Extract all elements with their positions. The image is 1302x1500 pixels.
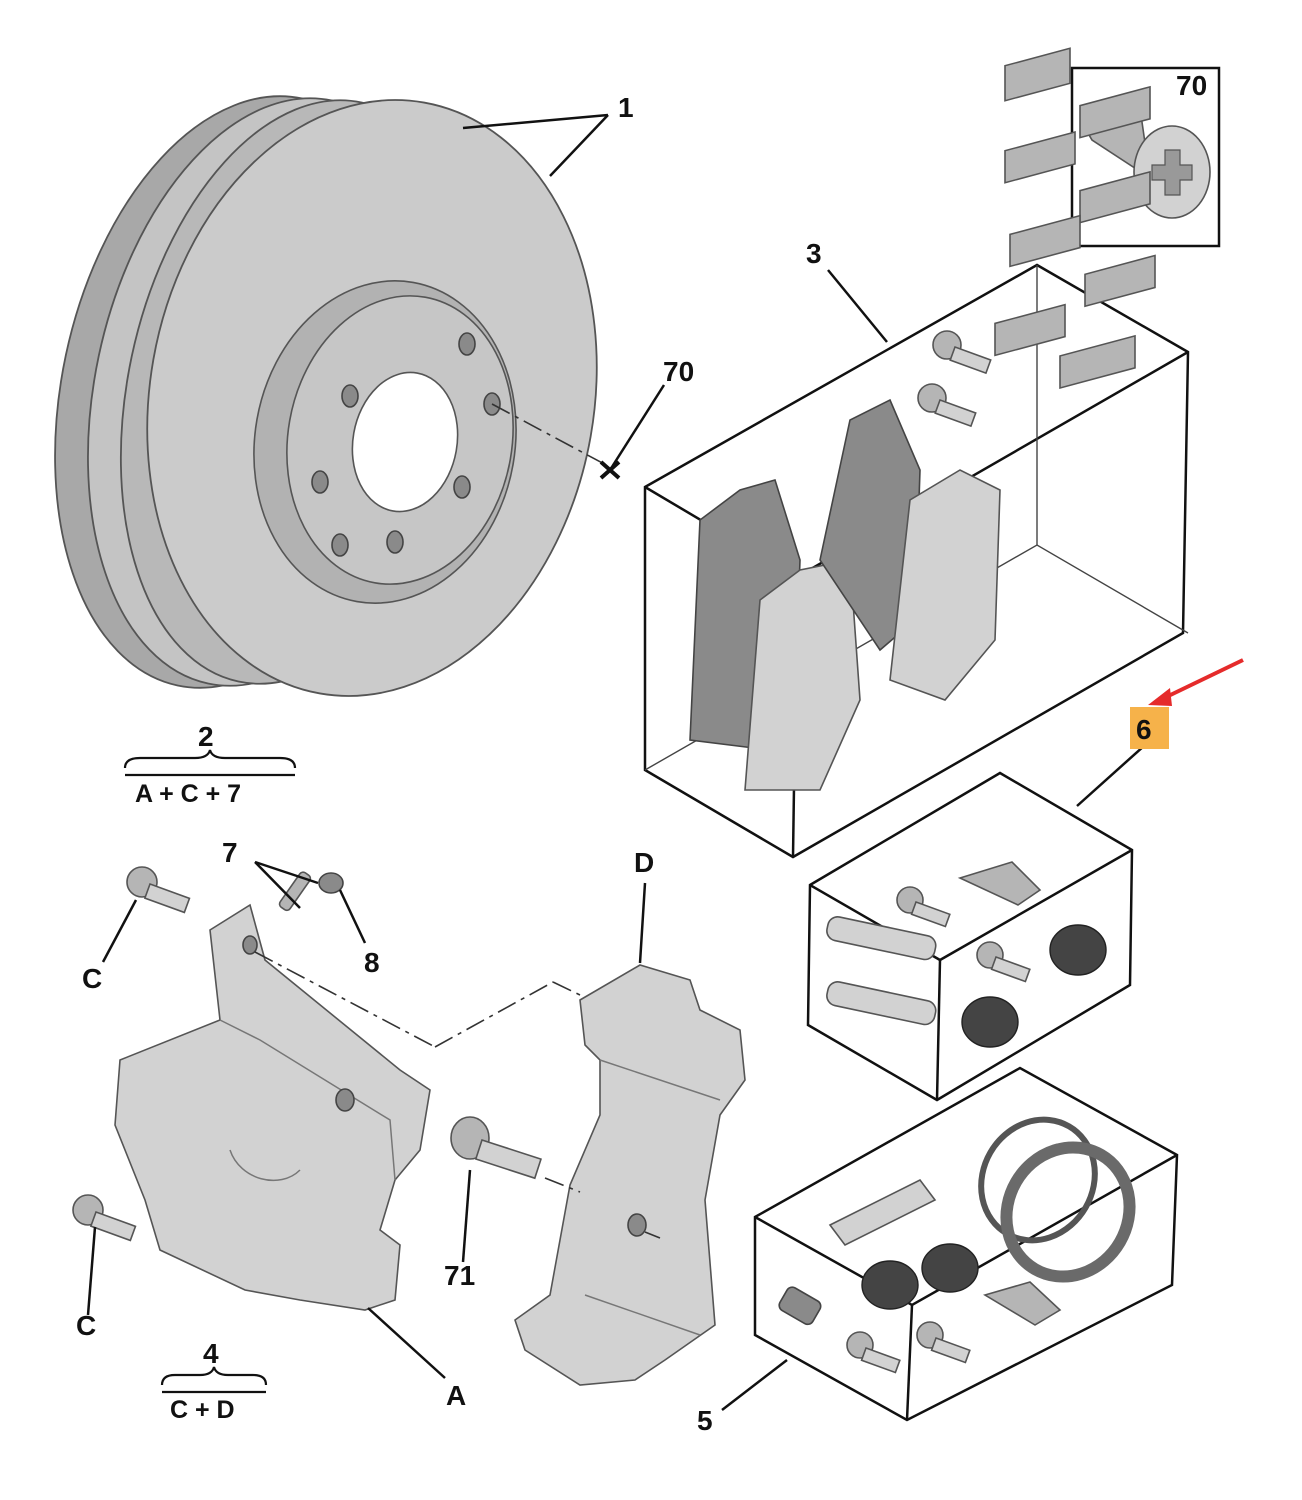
pad-kit-box <box>643 47 1190 859</box>
red-arrow-icon <box>1159 658 1244 702</box>
label-disc-screw: 70 <box>663 356 694 387</box>
label-caliper-group: 4 <box>203 1338 219 1369</box>
label-bleed-screw: 7 <box>222 837 238 868</box>
bolt-icon <box>450 1116 542 1180</box>
highlight-box <box>1130 707 1169 749</box>
red-arrow-head-icon <box>1148 688 1172 706</box>
piston-seal-icon <box>778 1116 1136 1374</box>
label-guide-kit: 6 <box>1136 714 1152 745</box>
caliper-icon <box>72 866 581 1311</box>
label-caliper-body: A <box>446 1380 466 1411</box>
label-seal-kit: 5 <box>697 1405 713 1436</box>
label-carrier: D <box>634 847 654 878</box>
seal-kit-box <box>753 1066 1179 1422</box>
label-caliper-bolt-upper: C <box>82 963 102 994</box>
label-carrier-bolt: 71 <box>444 1260 475 1291</box>
group-braces <box>123 749 297 1394</box>
label-bleed-cap: 8 <box>364 947 380 978</box>
bolt-icon <box>917 330 992 428</box>
bleed-screw-icon <box>278 871 344 912</box>
label-disc-screw-inset: 70 <box>1176 70 1207 101</box>
guide-pin-icon <box>826 861 1107 1048</box>
guide-kit-box <box>806 771 1134 1102</box>
label-pad-kit: 3 <box>806 238 822 269</box>
label-disc: 1 <box>618 92 634 123</box>
label-caliper-bolt-lower: C <box>76 1310 96 1341</box>
bolt-icon <box>72 866 191 1242</box>
highlight-marker <box>1130 658 1244 749</box>
brake-disc-icon <box>54 95 609 697</box>
pad-clip-icon <box>994 47 1156 389</box>
label-caliper-formula: C + D <box>170 1396 235 1424</box>
carrier-icon <box>450 964 746 1386</box>
leader-lines <box>86 113 1146 1411</box>
label-disc-pair-formula: A + C + 7 <box>135 780 241 808</box>
brake-pad-icon <box>689 398 1001 791</box>
label-disc-pair-group: 2 <box>198 721 214 752</box>
